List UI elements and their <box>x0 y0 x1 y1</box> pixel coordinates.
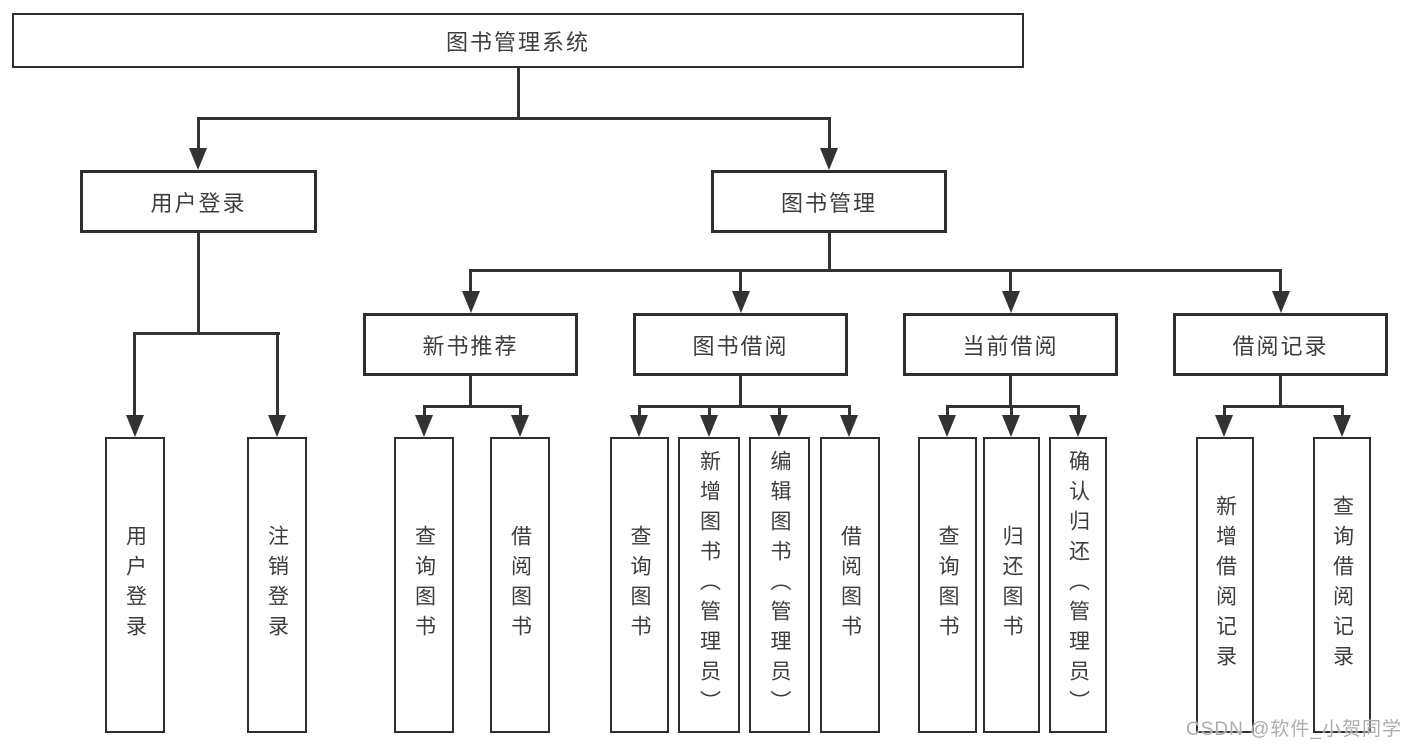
arrow-down-icon <box>1069 415 1087 437</box>
node-borrowing-records-label: 借阅记录 <box>1232 333 1329 359</box>
leaf-confirm-return-admin-label: 确认归还（管理员） <box>1066 450 1090 720</box>
connector-line <box>133 332 280 335</box>
leaf-search-borrow-record: 查询借阅记录 <box>1313 437 1371 733</box>
leaf-edit-book-admin-label: 编辑图书（管理员） <box>768 450 791 720</box>
node-new-book-recommend-label: 新书推荐 <box>422 333 519 359</box>
leaf-add-book-admin: 新增图书（管理员） <box>678 437 740 733</box>
node-current-borrowing-label: 当前借阅 <box>962 333 1059 359</box>
node-new-book-recommend: 新书推荐 <box>363 313 578 376</box>
node-user-login: 用户登录 <box>80 170 317 233</box>
leaf-add-borrow-record-label: 新增借阅记录 <box>1213 495 1237 675</box>
leaf-confirm-return-admin: 确认归还（管理员） <box>1049 437 1107 733</box>
leaf-search-borrow-record-label: 查询借阅记录 <box>1330 495 1354 675</box>
leaf-logout-login-label: 注销登录 <box>265 525 289 645</box>
connector-line <box>828 117 831 150</box>
connector-line <box>469 269 1282 272</box>
connector-line <box>638 405 851 408</box>
leaf-search-books-current-label: 查询图书 <box>936 525 959 645</box>
leaf-edit-book-admin: 编辑图书（管理员） <box>749 437 810 733</box>
leaf-search-books-borrowing: 查询图书 <box>610 437 669 733</box>
connector-line <box>1279 376 1282 408</box>
leaf-search-books-current: 查询图书 <box>918 437 977 733</box>
arrow-down-icon <box>511 415 529 437</box>
connector-line <box>517 68 520 119</box>
connector-line <box>739 376 742 408</box>
connector-line <box>848 405 851 417</box>
arrow-down-icon <box>268 415 286 437</box>
connector-line <box>739 269 742 293</box>
connector-line <box>946 405 1080 408</box>
node-book-borrowing-label: 图书借阅 <box>692 333 789 359</box>
leaf-return-books: 归还图书 <box>983 437 1040 733</box>
arrow-down-icon <box>415 415 433 437</box>
arrow-down-icon <box>1272 291 1290 313</box>
arrow-down-icon <box>1215 415 1233 437</box>
connector-line <box>197 117 831 120</box>
connector-line <box>1009 269 1012 293</box>
arrow-down-icon <box>938 415 956 437</box>
connector-line <box>828 233 831 272</box>
leaf-add-borrow-record: 新增借阅记录 <box>1196 437 1254 733</box>
node-book-management: 图书管理 <box>711 170 947 233</box>
connector-line <box>197 233 200 334</box>
node-book-borrowing: 图书借阅 <box>633 313 848 376</box>
node-library-system: 图书管理系统 <box>12 13 1024 68</box>
arrow-down-icon <box>840 415 858 437</box>
arrow-down-icon <box>630 415 648 437</box>
leaf-return-books-label: 归还图书 <box>1000 525 1023 645</box>
node-borrowing-records: 借阅记录 <box>1173 313 1388 376</box>
leaf-search-books-recommend-label: 查询图书 <box>412 525 436 645</box>
arrow-down-icon <box>700 415 718 437</box>
arrow-down-icon <box>732 291 750 313</box>
arrow-down-icon <box>126 415 144 437</box>
arrow-down-icon <box>1333 415 1351 437</box>
connector-line <box>276 332 279 416</box>
connector-line <box>708 405 711 417</box>
connector-line <box>133 332 136 416</box>
connector-line <box>638 405 641 417</box>
connector-line <box>1077 405 1080 417</box>
connector-line <box>197 117 200 150</box>
connector-line <box>946 405 949 417</box>
connector-line <box>423 405 522 408</box>
connector-line <box>423 405 426 417</box>
arrow-down-icon <box>820 148 838 170</box>
leaf-user-login: 用户登录 <box>105 437 165 733</box>
leaf-borrow-books-recommend-label: 借阅图书 <box>508 525 532 645</box>
connector-line <box>1279 269 1282 293</box>
leaf-search-books-recommend: 查询图书 <box>394 437 454 733</box>
node-current-borrowing: 当前借阅 <box>903 313 1118 376</box>
leaf-logout-login: 注销登录 <box>247 437 307 733</box>
leaf-borrow-books-borrowing: 借阅图书 <box>820 437 880 733</box>
connector-line <box>778 405 781 417</box>
connector-line <box>1010 405 1013 417</box>
node-book-management-label: 图书管理 <box>780 190 877 216</box>
arrow-down-icon <box>1002 415 1020 437</box>
connector-line <box>1223 405 1226 417</box>
node-library-system-label: 图书管理系统 <box>445 29 590 55</box>
leaf-add-book-admin-label: 新增图书（管理员） <box>697 450 721 720</box>
leaf-borrow-books-borrowing-label: 借阅图书 <box>838 525 862 645</box>
leaf-borrow-books-recommend: 借阅图书 <box>490 437 550 733</box>
arrow-down-icon <box>189 148 207 170</box>
arrow-down-icon <box>462 291 480 313</box>
connector-line <box>469 376 472 408</box>
connector-line <box>1223 405 1344 408</box>
leaf-search-books-borrowing-label: 查询图书 <box>628 525 651 645</box>
arrow-down-icon <box>1002 291 1020 313</box>
connector-line <box>1009 376 1012 408</box>
leaf-user-login-label: 用户登录 <box>123 525 147 645</box>
node-user-login-label: 用户登录 <box>150 190 247 216</box>
connector-line <box>519 405 522 417</box>
arrow-down-icon <box>770 415 788 437</box>
connector-line <box>469 269 472 293</box>
watermark: CSDN @软件_小贺同学 <box>1186 719 1402 740</box>
connector-line <box>1341 405 1344 417</box>
